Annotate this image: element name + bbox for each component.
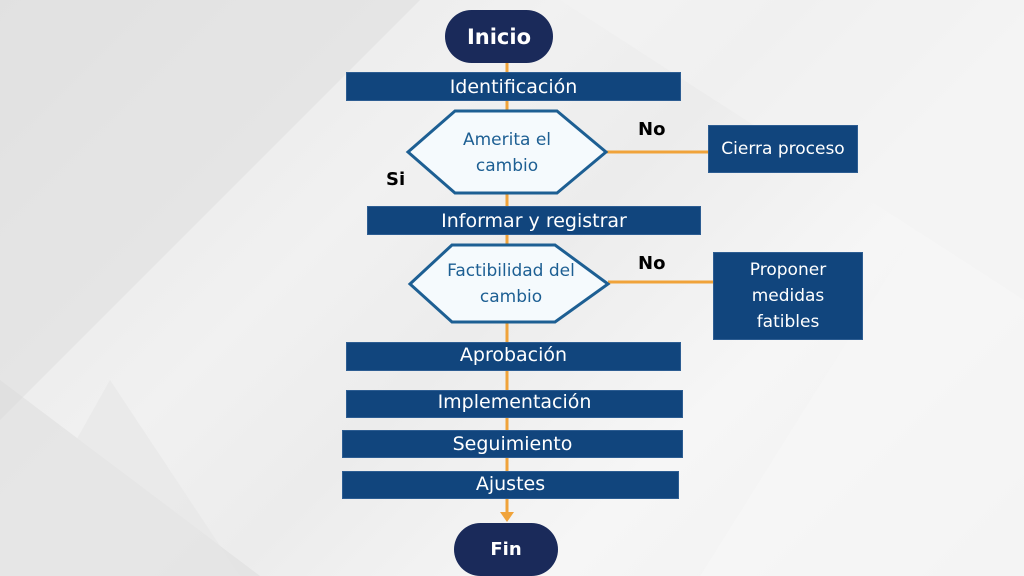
decision-hexagon-1 — [405, 109, 609, 195]
start-terminal: Inicio — [445, 10, 553, 63]
step-identificacion: Identificación — [346, 72, 681, 101]
no-label-2: No — [638, 253, 666, 274]
decision-hexagon-2 — [407, 243, 611, 324]
end-terminal: Fin — [454, 523, 558, 576]
step-implementacion: Implementación — [346, 390, 683, 418]
step-seguimiento: Seguimiento — [342, 430, 683, 458]
step-informar: Informar y registrar — [367, 206, 701, 235]
no-label-1: No — [638, 119, 666, 140]
step-ajustes: Ajustes — [342, 471, 679, 499]
arrow-head-icon — [500, 512, 514, 522]
step-aprobacion: Aprobación — [346, 342, 681, 371]
outcome-cierra-proceso: Cierra proceso — [708, 125, 858, 173]
outcome-proponer-medidas: Proponer medidas fatibles — [713, 252, 863, 340]
decision-2-text: Factibilidad del cambio — [447, 261, 575, 307]
yes-label-1: Si — [386, 169, 406, 190]
decision-1-text: Amerita el cambio — [462, 130, 552, 176]
